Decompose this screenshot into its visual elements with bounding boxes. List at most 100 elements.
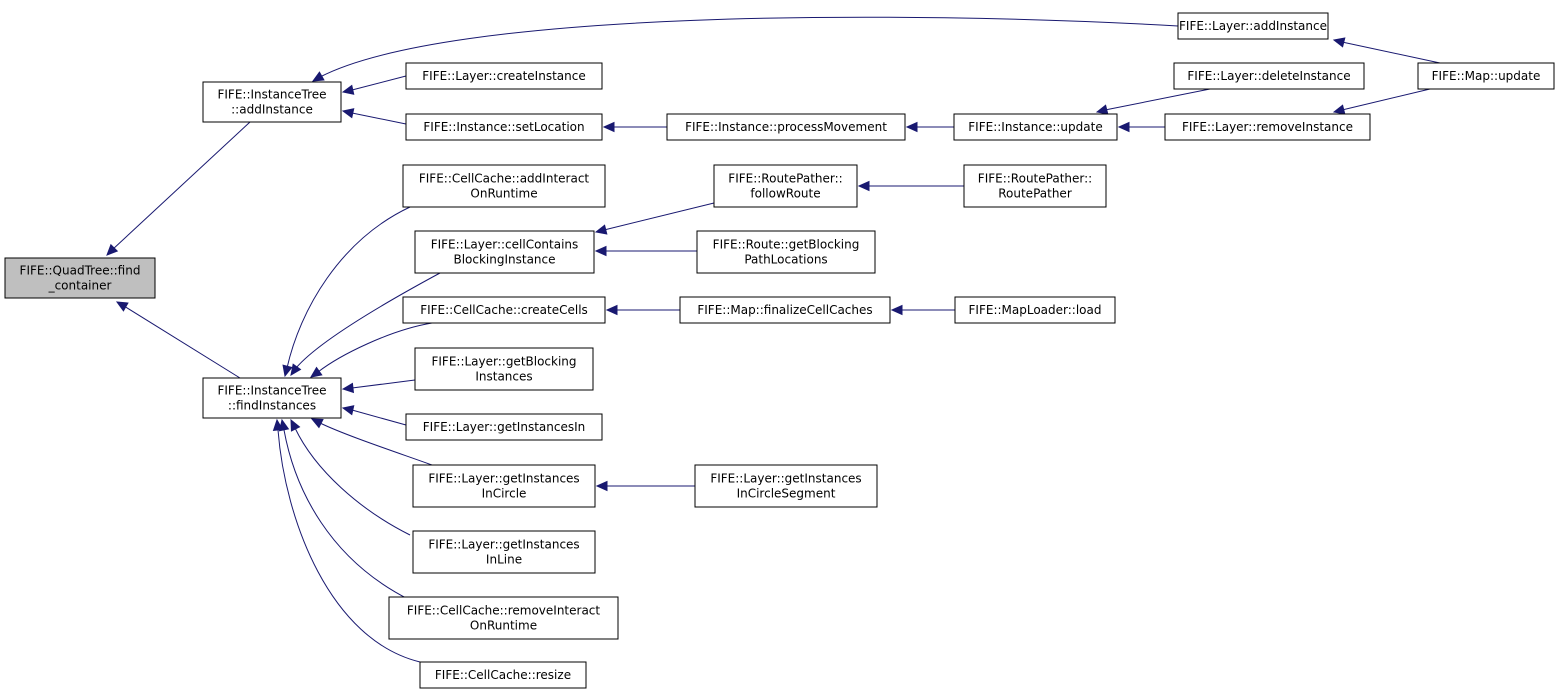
node-label-line: FIFE::RoutePather:: bbox=[978, 172, 1092, 186]
node-box bbox=[414, 347, 594, 391]
node-label-line: FIFE::Layer::cellContains bbox=[431, 238, 579, 252]
node-label-line: FIFE::Layer::deleteInstance bbox=[1187, 69, 1350, 83]
node-instancetree-findinstances[interactable]: FIFE::InstanceTree::findInstances bbox=[202, 377, 342, 419]
node-layer-createinstance[interactable]: FIFE::Layer::createInstance bbox=[405, 62, 603, 90]
node-label-line: FIFE::Instance::update bbox=[968, 120, 1102, 134]
node-cellcache-createcells[interactable]: FIFE::CellCache::createCells bbox=[402, 296, 606, 324]
edges-layer bbox=[106, 16, 1441, 663]
node-instancetree-addinstance[interactable]: FIFE::InstanceTree::addInstance bbox=[202, 81, 342, 123]
node-box bbox=[412, 530, 596, 574]
node-box bbox=[202, 377, 342, 419]
node-box bbox=[694, 464, 878, 508]
node-box bbox=[388, 596, 619, 640]
node-label-line: FIFE::CellCache::removeInteract bbox=[407, 604, 601, 618]
node-label-line: Instances bbox=[475, 370, 532, 384]
edge-instance_update-to-instance_processmovement bbox=[905, 121, 954, 133]
node-label-line: FIFE::Layer::getInstancesIn bbox=[423, 420, 586, 434]
node-label-line: FIFE::Layer::getInstances bbox=[710, 472, 861, 486]
node-routepather-routepather[interactable]: FIFE::RoutePather::RoutePather bbox=[963, 164, 1107, 208]
node-box bbox=[405, 62, 603, 90]
node-layer-cellcontainsblockinginstance[interactable]: FIFE::Layer::cellContainsBlockingInstanc… bbox=[414, 230, 595, 274]
node-map-update[interactable]: FIFE::Map::update bbox=[1417, 62, 1555, 90]
edge-layer_getblockinginstances-to-instancetree_findinstances bbox=[341, 379, 416, 394]
edge-layer_getinstancesincirclesegment-to-layer_getinstancesincircle bbox=[595, 480, 695, 492]
edge-layer_addinstance-to-instancetree_addinstance bbox=[311, 16, 1179, 82]
node-cellcache-resize[interactable]: FIFE::CellCache::resize bbox=[419, 661, 587, 689]
node-map-finalizecellcaches[interactable]: FIFE::Map::finalizeCellCaches bbox=[679, 296, 891, 324]
node-layer-getinstancesin[interactable]: FIFE::Layer::getInstancesIn bbox=[405, 413, 603, 441]
node-label-line: _container bbox=[48, 279, 112, 293]
node-label-line: FIFE::Layer::getInstances bbox=[428, 538, 579, 552]
node-label-line: FIFE::CellCache::resize bbox=[435, 668, 571, 682]
edge-map_update-to-layer_addinstance bbox=[1332, 37, 1441, 64]
node-routepather-followroute[interactable]: FIFE::RoutePather::followRoute bbox=[713, 164, 858, 208]
edge-route_getblockingpathlocations-to-layer_cellcontainsblockinginstance bbox=[594, 245, 697, 257]
node-box bbox=[679, 296, 891, 324]
node-label-line: OnRuntime bbox=[470, 187, 537, 201]
node-box bbox=[419, 661, 587, 689]
node-instance-update[interactable]: FIFE::Instance::update bbox=[953, 113, 1118, 141]
node-label-line: FIFE::CellCache::createCells bbox=[420, 303, 588, 317]
node-layer-deleteinstance[interactable]: FIFE::Layer::deleteInstance bbox=[1173, 62, 1365, 90]
node-instance-processmovement[interactable]: FIFE::Instance::processMovement bbox=[666, 113, 906, 141]
edge-map_finalizecellcaches-to-cellcache_createcells bbox=[605, 304, 680, 316]
node-box bbox=[1173, 62, 1365, 90]
edge-map_update-to-layer_removeinstance bbox=[1332, 88, 1431, 115]
edge-layer_cellcontainsblockinginstance-to-instancetree_findinstances bbox=[290, 272, 441, 376]
node-box bbox=[405, 413, 603, 441]
node-label-line: FIFE::Layer::addInstance bbox=[1179, 19, 1327, 33]
edge-cellcache_removeinteractonruntime-to-instancetree_findinstances bbox=[278, 418, 411, 601]
node-label-line: FIFE::Map::finalizeCellCaches bbox=[697, 303, 872, 317]
node-box bbox=[4, 257, 156, 299]
node-label-line: FIFE::QuadTree::find bbox=[20, 264, 141, 278]
node-label-line: FIFE::CellCache::addInteract bbox=[419, 172, 590, 186]
edge-cellcache_createcells-to-instancetree_findinstances bbox=[310, 322, 433, 378]
node-label-line: RoutePather bbox=[998, 187, 1072, 201]
node-label-line: FIFE::Layer::getInstances bbox=[428, 472, 579, 486]
node-box bbox=[954, 296, 1116, 324]
node-label-line: FIFE::Layer::removeInstance bbox=[1182, 120, 1353, 134]
node-box bbox=[1164, 113, 1371, 141]
node-box bbox=[402, 296, 606, 324]
node-label-line: FIFE::RoutePather:: bbox=[728, 172, 842, 186]
node-label-line: FIFE::InstanceTree bbox=[217, 88, 326, 102]
edge-layer_createinstance-to-instancetree_addinstance bbox=[341, 75, 407, 95]
node-box bbox=[666, 113, 906, 141]
node-box bbox=[402, 164, 606, 208]
edge-maploader_load-to-map_finalizecellcaches bbox=[890, 304, 955, 316]
edge-routepather_followroute-to-layer_cellcontainsblockinginstance bbox=[594, 202, 715, 235]
node-label-line: InCircleSegment bbox=[737, 487, 836, 501]
node-label-line: ::addInstance bbox=[231, 103, 313, 117]
node-box bbox=[696, 230, 876, 274]
node-label-line: OnRuntime bbox=[470, 619, 537, 633]
node-label-line: FIFE::Layer::getBlocking bbox=[431, 355, 576, 369]
edge-cellcache_addinteractonruntime-to-instancetree_findinstances bbox=[282, 206, 411, 378]
node-box bbox=[412, 464, 596, 508]
node-layer-removeinstance[interactable]: FIFE::Layer::removeInstance bbox=[1164, 113, 1371, 141]
node-quadtree-find-container: FIFE::QuadTree::find_container bbox=[4, 257, 156, 299]
node-label-line: FIFE::Instance::processMovement bbox=[685, 120, 887, 134]
node-box bbox=[1417, 62, 1555, 90]
edge-instancetree_findinstances-to-quadtree_find_container bbox=[115, 301, 241, 379]
node-box bbox=[963, 164, 1107, 208]
node-box bbox=[1177, 12, 1329, 40]
node-label-line: followRoute bbox=[750, 187, 820, 201]
node-label-line: FIFE::Instance::setLocation bbox=[423, 120, 584, 134]
node-label-line: FIFE::Route::getBlocking bbox=[713, 238, 860, 252]
node-label-line: InLine bbox=[486, 553, 522, 567]
node-instance-setlocation[interactable]: FIFE::Instance::setLocation bbox=[405, 113, 603, 141]
node-label-line: InCircle bbox=[482, 487, 527, 501]
edge-layer_removeinstance-to-instance_update bbox=[1117, 121, 1165, 133]
node-layer-addinstance[interactable]: FIFE::Layer::addInstance bbox=[1177, 12, 1329, 40]
node-box bbox=[405, 113, 603, 141]
edge-instance_processmovement-to-instance_setlocation bbox=[602, 121, 667, 133]
node-maploader-load[interactable]: FIFE::MapLoader::load bbox=[954, 296, 1116, 324]
